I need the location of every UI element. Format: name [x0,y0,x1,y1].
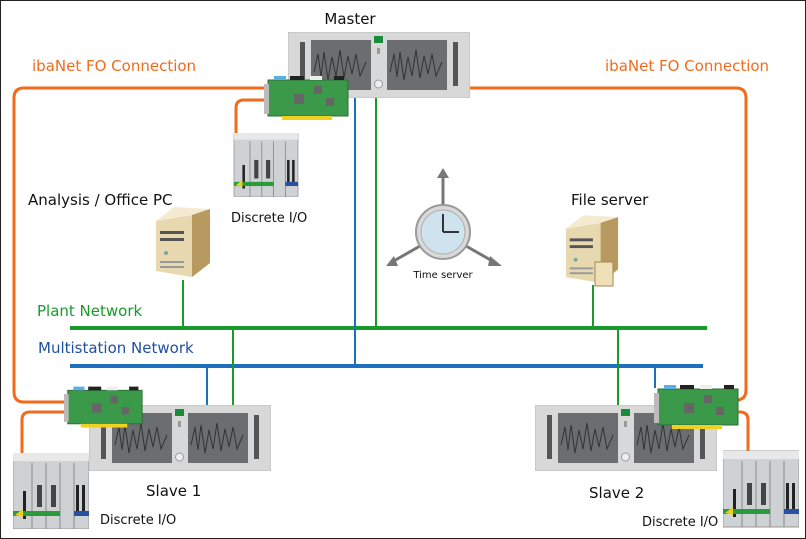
master-label: Master [324,10,376,28]
master-discrete-io [233,133,299,197]
multistation-network-label: Multistation Network [38,339,194,357]
slave2-label: Slave 2 [589,484,644,502]
fo-slave1-io [20,410,68,472]
file-server-folder-icon [594,261,614,287]
time-server-icon [386,168,502,266]
file-server-label: File server [571,191,649,209]
slave2-fo-card [654,385,739,430]
analysis-pc-label: Analysis / Office PC [28,191,172,209]
slave1-discrete-io-label: Discrete I/O [100,513,176,528]
fo-connection-right [350,86,748,402]
slave2-discrete-io [723,450,799,528]
fo-connection-label-right: ibaNet FO Connection [605,57,769,75]
slave1-label: Slave 1 [146,482,201,500]
slave2-discrete-io-label: Discrete I/O [642,515,718,530]
fo-master-io [234,98,268,152]
master-fo-card [264,76,349,121]
slave1-fo-card [64,386,143,429]
master-discrete-io-label: Discrete I/O [231,211,307,226]
slave1-discrete-io [13,453,89,529]
fo-connection-left [12,86,270,404]
analysis-pc-icon [156,207,210,277]
time-server-label: Time server [412,270,473,281]
plant-network-label: Plant Network [37,302,143,320]
fo-connection-label-left: ibaNet FO Connection [32,57,196,75]
